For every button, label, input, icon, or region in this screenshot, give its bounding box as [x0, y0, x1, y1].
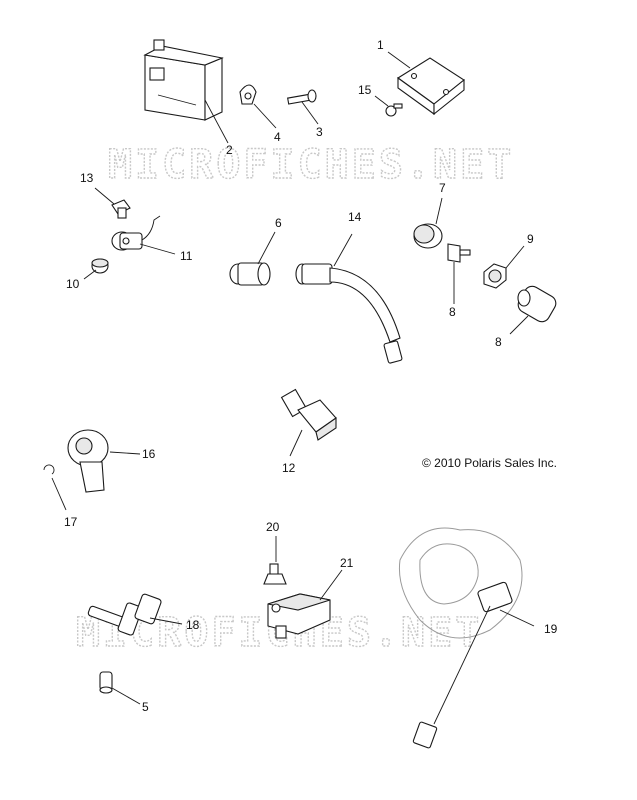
callout-1: 1 [377, 38, 384, 52]
callout-8a: 8 [449, 305, 456, 319]
leader-10 [83, 269, 97, 280]
part-20-screw[interactable] [263, 563, 287, 585]
callout-16: 16 [142, 447, 156, 461]
leader-3 [301, 101, 319, 125]
leader-18 [149, 617, 183, 625]
callout-6: 6 [275, 216, 282, 230]
leader-21 [319, 569, 343, 601]
leader-1 [387, 51, 411, 69]
part-13-bolt[interactable] [111, 199, 131, 219]
callout-13: 13 [80, 171, 94, 185]
callout-12: 12 [282, 461, 296, 475]
part-4-clip[interactable] [239, 84, 257, 105]
leader-8b [509, 315, 529, 335]
part-21-map-sensor[interactable] [267, 593, 331, 639]
leader-11 [139, 243, 176, 255]
callout-17: 17 [64, 515, 78, 529]
part-12-temp-sensor[interactable] [280, 388, 337, 441]
leader-14 [333, 233, 353, 267]
part-11-sensor[interactable] [111, 215, 161, 251]
part-2-ecu-module[interactable] [143, 39, 224, 121]
leader-17 [51, 477, 67, 511]
callout-10: 10 [66, 277, 80, 291]
part-19-throttle-position-sensor[interactable] [398, 527, 523, 749]
leader-9 [505, 245, 525, 269]
callout-14: 14 [348, 210, 362, 224]
callout-19: 19 [544, 622, 558, 636]
callout-21: 21 [340, 556, 354, 570]
leader-4 [253, 103, 277, 129]
leader-5 [111, 687, 141, 705]
copyright-notice: © 2010 Polaris Sales Inc. [422, 456, 557, 470]
leader-19 [499, 609, 535, 627]
part-7-grommet[interactable] [413, 223, 443, 249]
part-5-fitting[interactable] [99, 671, 113, 694]
callout-18: 18 [186, 618, 200, 632]
callout-3: 3 [316, 125, 323, 139]
callout-2: 2 [226, 143, 233, 157]
callout-11: 11 [180, 249, 193, 263]
part-16-knock-sensor[interactable] [67, 429, 109, 493]
part-14-hose-sensor[interactable] [295, 263, 403, 364]
leader-13 [94, 187, 115, 205]
part-8-connector[interactable] [515, 283, 558, 324]
part-6-sensor[interactable] [229, 262, 271, 286]
callout-7: 7 [439, 181, 446, 195]
callout-8b: 8 [495, 335, 502, 349]
leader-7 [435, 197, 443, 225]
part-8-clip[interactable] [447, 243, 471, 263]
callout-20: 20 [266, 520, 280, 534]
part-15-screw[interactable] [385, 103, 403, 117]
part-18-speed-sensor[interactable] [87, 593, 162, 636]
leader-16 [109, 451, 141, 455]
part-1-module[interactable] [397, 57, 465, 116]
part-9-nut[interactable] [483, 263, 507, 289]
callout-5: 5 [142, 700, 149, 714]
callout-15: 15 [358, 83, 372, 97]
leader-2 [204, 99, 229, 144]
part-3-bolt[interactable] [287, 89, 317, 105]
callout-9: 9 [527, 232, 534, 246]
part-17-clip[interactable] [43, 464, 55, 475]
part-10-nut[interactable] [91, 258, 109, 274]
watermark-top: MICROFICHES.NET [108, 142, 514, 188]
leader-12 [289, 429, 303, 457]
leader-15 [374, 95, 389, 107]
leader-6 [257, 231, 276, 265]
callout-4: 4 [274, 130, 281, 144]
